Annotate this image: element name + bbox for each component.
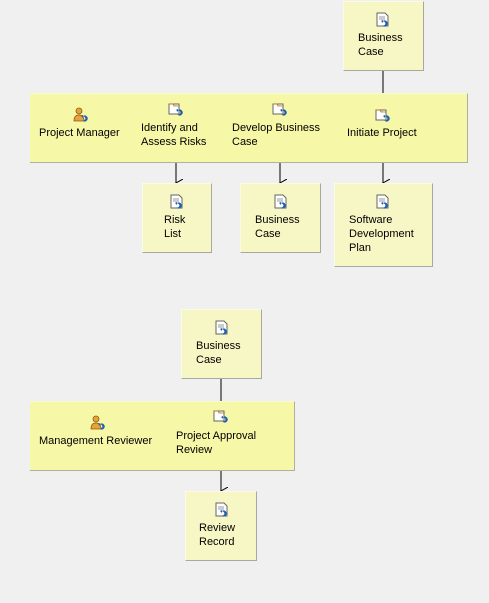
task-icon xyxy=(213,409,229,425)
artifact-icon xyxy=(273,194,289,210)
input-artifact-business-case[interactable]: Business Case xyxy=(343,1,424,71)
artifact-label: Software Development Plan xyxy=(349,214,414,254)
artifact-label: Review Record xyxy=(199,522,236,548)
artifact-icon xyxy=(214,502,230,518)
task-develop-business-case[interactable]: Develop Business Case xyxy=(232,122,321,148)
task-icon xyxy=(375,108,391,124)
swimlane-project-manager xyxy=(30,93,468,163)
artifact-label: Business Case xyxy=(358,32,403,58)
artifact-icon xyxy=(169,194,185,210)
output-artifact-review-record[interactable]: Review Record xyxy=(185,491,257,561)
task-identify-and-assess-risks[interactable]: Identify and Assess Risks xyxy=(141,122,207,148)
role-label-management-reviewer[interactable]: Management Reviewer xyxy=(39,435,153,447)
artifact-label: Business Case xyxy=(255,214,300,240)
artifact-icon xyxy=(375,12,391,28)
role-label-project-manager[interactable]: Project Manager xyxy=(39,127,120,139)
artifact-label: Risk List xyxy=(164,214,186,240)
artifact-icon xyxy=(375,194,391,210)
output-artifact-software-development-plan[interactable]: Software Development Plan xyxy=(334,183,433,267)
task-icon xyxy=(168,102,184,118)
output-artifact-business-case[interactable]: Business Case xyxy=(240,183,321,253)
artifact-label: Business Case xyxy=(196,340,241,366)
artifact-icon xyxy=(214,320,230,336)
input-artifact-business-case-2[interactable]: Business Case xyxy=(181,309,262,379)
swimlane-management-reviewer xyxy=(30,401,295,471)
task-project-approval-review[interactable]: Project Approval Review xyxy=(176,430,257,456)
task-initiate-project[interactable]: Initiate Project xyxy=(347,127,417,139)
output-artifact-risk-list[interactable]: Risk List xyxy=(142,183,212,253)
task-icon xyxy=(272,102,288,118)
role-icon xyxy=(90,415,106,431)
role-icon xyxy=(73,107,89,123)
